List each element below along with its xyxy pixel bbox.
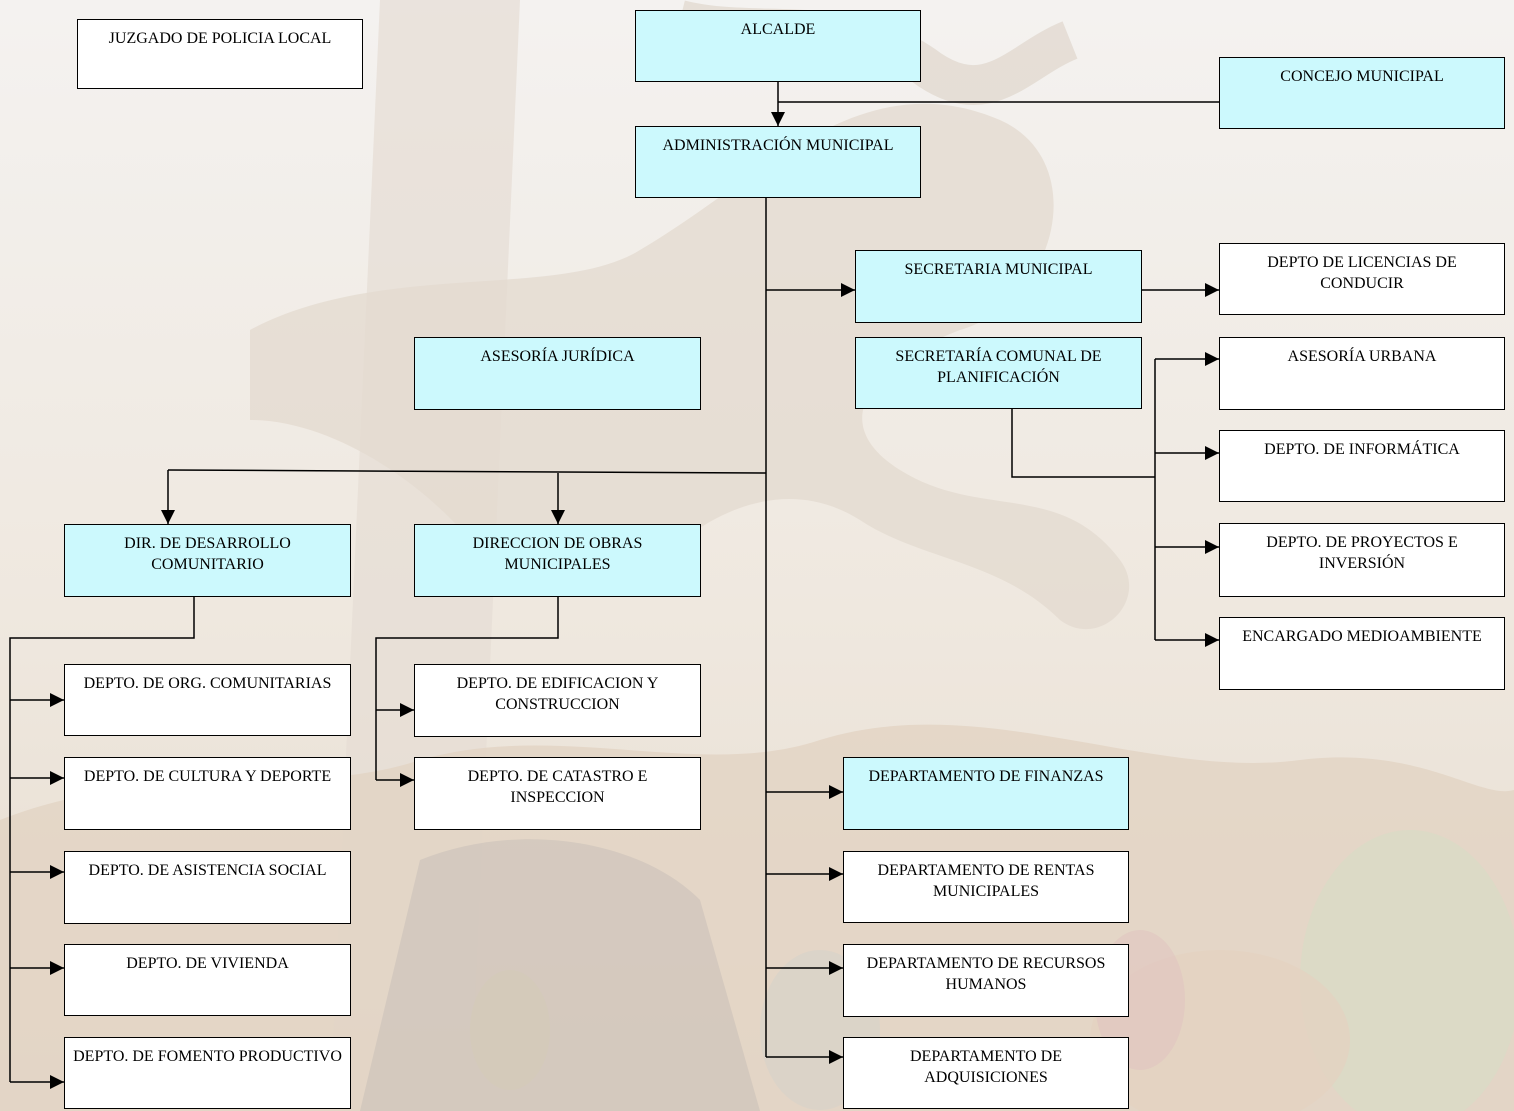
node-label: DEPTO. DE INFORMÁTICA [1264,441,1460,458]
node-label: DEPARTAMENTO DE ADQUISICIONES [910,1048,1062,1086]
node-asistencia-social: DEPTO. DE ASISTENCIA SOCIAL [64,851,351,924]
node-label: DEPTO. DE ORG. COMUNITARIAS [83,675,332,692]
node-edificacion-construccion: DEPTO. DE EDIFICACION Y CONSTRUCCION [414,664,701,737]
node-depto-proyectos: DEPTO. DE PROYECTOS E INVERSIÓN [1219,523,1505,597]
node-label: DEPTO. DE PROYECTOS E INVERSIÓN [1266,534,1458,572]
node-label: ALCALDE [740,21,816,38]
node-fomento-productivo: DEPTO. DE FOMENTO PRODUCTIVO [64,1037,351,1109]
node-direccion-obras: DIRECCION DE OBRAS MUNICIPALES [414,524,701,597]
node-concejo-municipal: CONCEJO MUNICIPAL [1219,57,1505,129]
node-asesoria-juridica: ASESORÍA JURÍDICA [414,337,701,410]
node-label: DEPTO. DE CULTURA Y DEPORTE [83,768,332,785]
node-label: ENCARGADO MEDIOAMBIENTE [1242,628,1482,645]
node-label: DEPTO. DE VIVIENDA [126,955,289,972]
node-secretaria-comunal-planificacion: SECRETARÍA COMUNAL DE PLANIFICACIÓN [855,337,1142,409]
node-label: JUZGADO DE POLICIA LOCAL [108,30,332,47]
node-juzgado-policia-local: JUZGADO DE POLICIA LOCAL [77,19,363,89]
node-catastro-inspeccion: DEPTO. DE CATASTRO E INSPECCION [414,757,701,830]
node-secretaria-municipal: SECRETARIA MUNICIPAL [855,250,1142,323]
node-label: CONCEJO MUNICIPAL [1280,68,1444,85]
node-label: DIRECCION DE OBRAS MUNICIPALES [472,535,643,573]
node-label: ADMINISTRACIÓN MUNICIPAL [662,137,894,154]
node-dideco: DIR. DE DESARROLLO COMUNITARIO [64,524,351,597]
node-label: DEPARTAMENTO DE RENTAS MUNICIPALES [877,862,1095,900]
node-label: ASESORÍA JURÍDICA [480,348,635,365]
node-label: DEPTO DE LICENCIAS DE CONDUCIR [1267,254,1457,292]
node-label: DIR. DE DESARROLLO COMUNITARIO [124,535,291,573]
node-label: DEPTO. DE CATASTRO E INSPECCION [467,768,648,806]
node-vivienda: DEPTO. DE VIVIENDA [64,944,351,1016]
node-rentas-municipales: DEPARTAMENTO DE RENTAS MUNICIPALES [843,851,1129,923]
node-label: ASESORÍA URBANA [1287,348,1437,365]
node-alcalde: ALCALDE [635,10,921,82]
node-adquisiciones: DEPARTAMENTO DE ADQUISICIONES [843,1037,1129,1109]
node-label: SECRETARÍA COMUNAL DE PLANIFICACIÓN [895,348,1102,386]
node-departamento-finanzas: DEPARTAMENTO DE FINANZAS [843,757,1129,830]
node-asesoria-urbana: ASESORÍA URBANA [1219,337,1505,410]
node-cultura-deporte: DEPTO. DE CULTURA Y DEPORTE [64,757,351,830]
node-label: DEPARTAMENTO DE FINANZAS [868,768,1104,785]
node-depto-licencias: DEPTO DE LICENCIAS DE CONDUCIR [1219,243,1505,315]
node-recursos-humanos: DEPARTAMENTO DE RECURSOS HUMANOS [843,944,1129,1017]
node-administracion-municipal: ADMINISTRACIÓN MUNICIPAL [635,126,921,198]
node-encargado-medioambiente: ENCARGADO MEDIOAMBIENTE [1219,617,1505,690]
node-label: DEPTO. DE ASISTENCIA SOCIAL [88,862,327,879]
node-label: SECRETARIA MUNICIPAL [904,261,1093,278]
node-org-comunitarias: DEPTO. DE ORG. COMUNITARIAS [64,664,351,736]
node-depto-informatica: DEPTO. DE INFORMÁTICA [1219,430,1505,502]
node-label: DEPTO. DE EDIFICACION Y CONSTRUCCION [456,675,659,713]
node-label: DEPARTAMENTO DE RECURSOS HUMANOS [866,955,1106,993]
node-label: DEPTO. DE FOMENTO PRODUCTIVO [73,1048,342,1065]
